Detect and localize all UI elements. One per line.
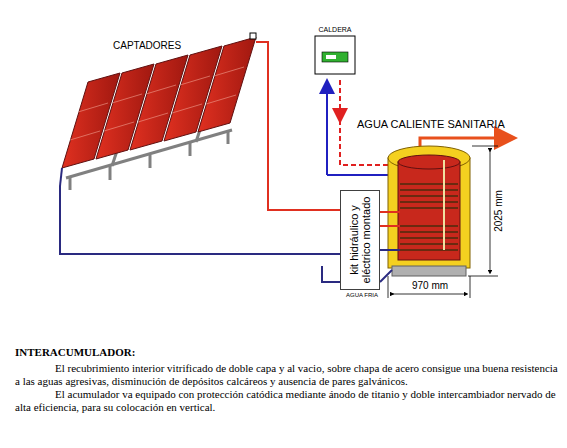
solar-flow-pipe <box>380 211 400 213</box>
boiler-return-pipe <box>327 174 396 176</box>
heading-label: CAPTADORES <box>113 40 181 51</box>
storage-tank <box>388 146 470 276</box>
outlet-label: AGUA CALIENTE SANITARIA <box>357 118 505 130</box>
dimension-label: 2025 mm <box>493 190 504 232</box>
boiler-body <box>312 26 358 76</box>
pipe-stub <box>60 168 62 186</box>
cold-water-pipe <box>322 266 340 282</box>
kit-label: kit hidráulico y eléctrico montado <box>348 192 372 288</box>
text-heading: INTERACUMULADOR: <box>15 346 135 358</box>
pipe-connector <box>60 186 340 254</box>
boiler-flow-pipe <box>339 80 341 120</box>
cold-water-pipe <box>380 270 392 282</box>
solar-collectors <box>62 37 256 168</box>
solar-flow-pipe <box>380 225 400 227</box>
panel-shading <box>70 67 244 140</box>
boiler: CALDERA <box>312 26 358 76</box>
hydraulic-kit-box: kit hidráulico y eléctrico montado <box>340 190 380 290</box>
dimension-lines <box>388 146 498 298</box>
dimension-label: 970 mm <box>410 280 450 291</box>
inlet-label: AGUA FRIA <box>346 292 378 298</box>
body-paragraph: El acumulador va equipado con protección… <box>15 388 560 414</box>
solar-return-pipe <box>380 249 400 251</box>
collector-array: CAPTADORES <box>55 36 260 186</box>
boiler-return-pipe <box>326 82 328 175</box>
sensor <box>250 33 256 39</box>
heading-label: CALDERA <box>312 26 358 33</box>
body-paragraph: El recubrimiento interior vitrificado de… <box>15 362 560 388</box>
